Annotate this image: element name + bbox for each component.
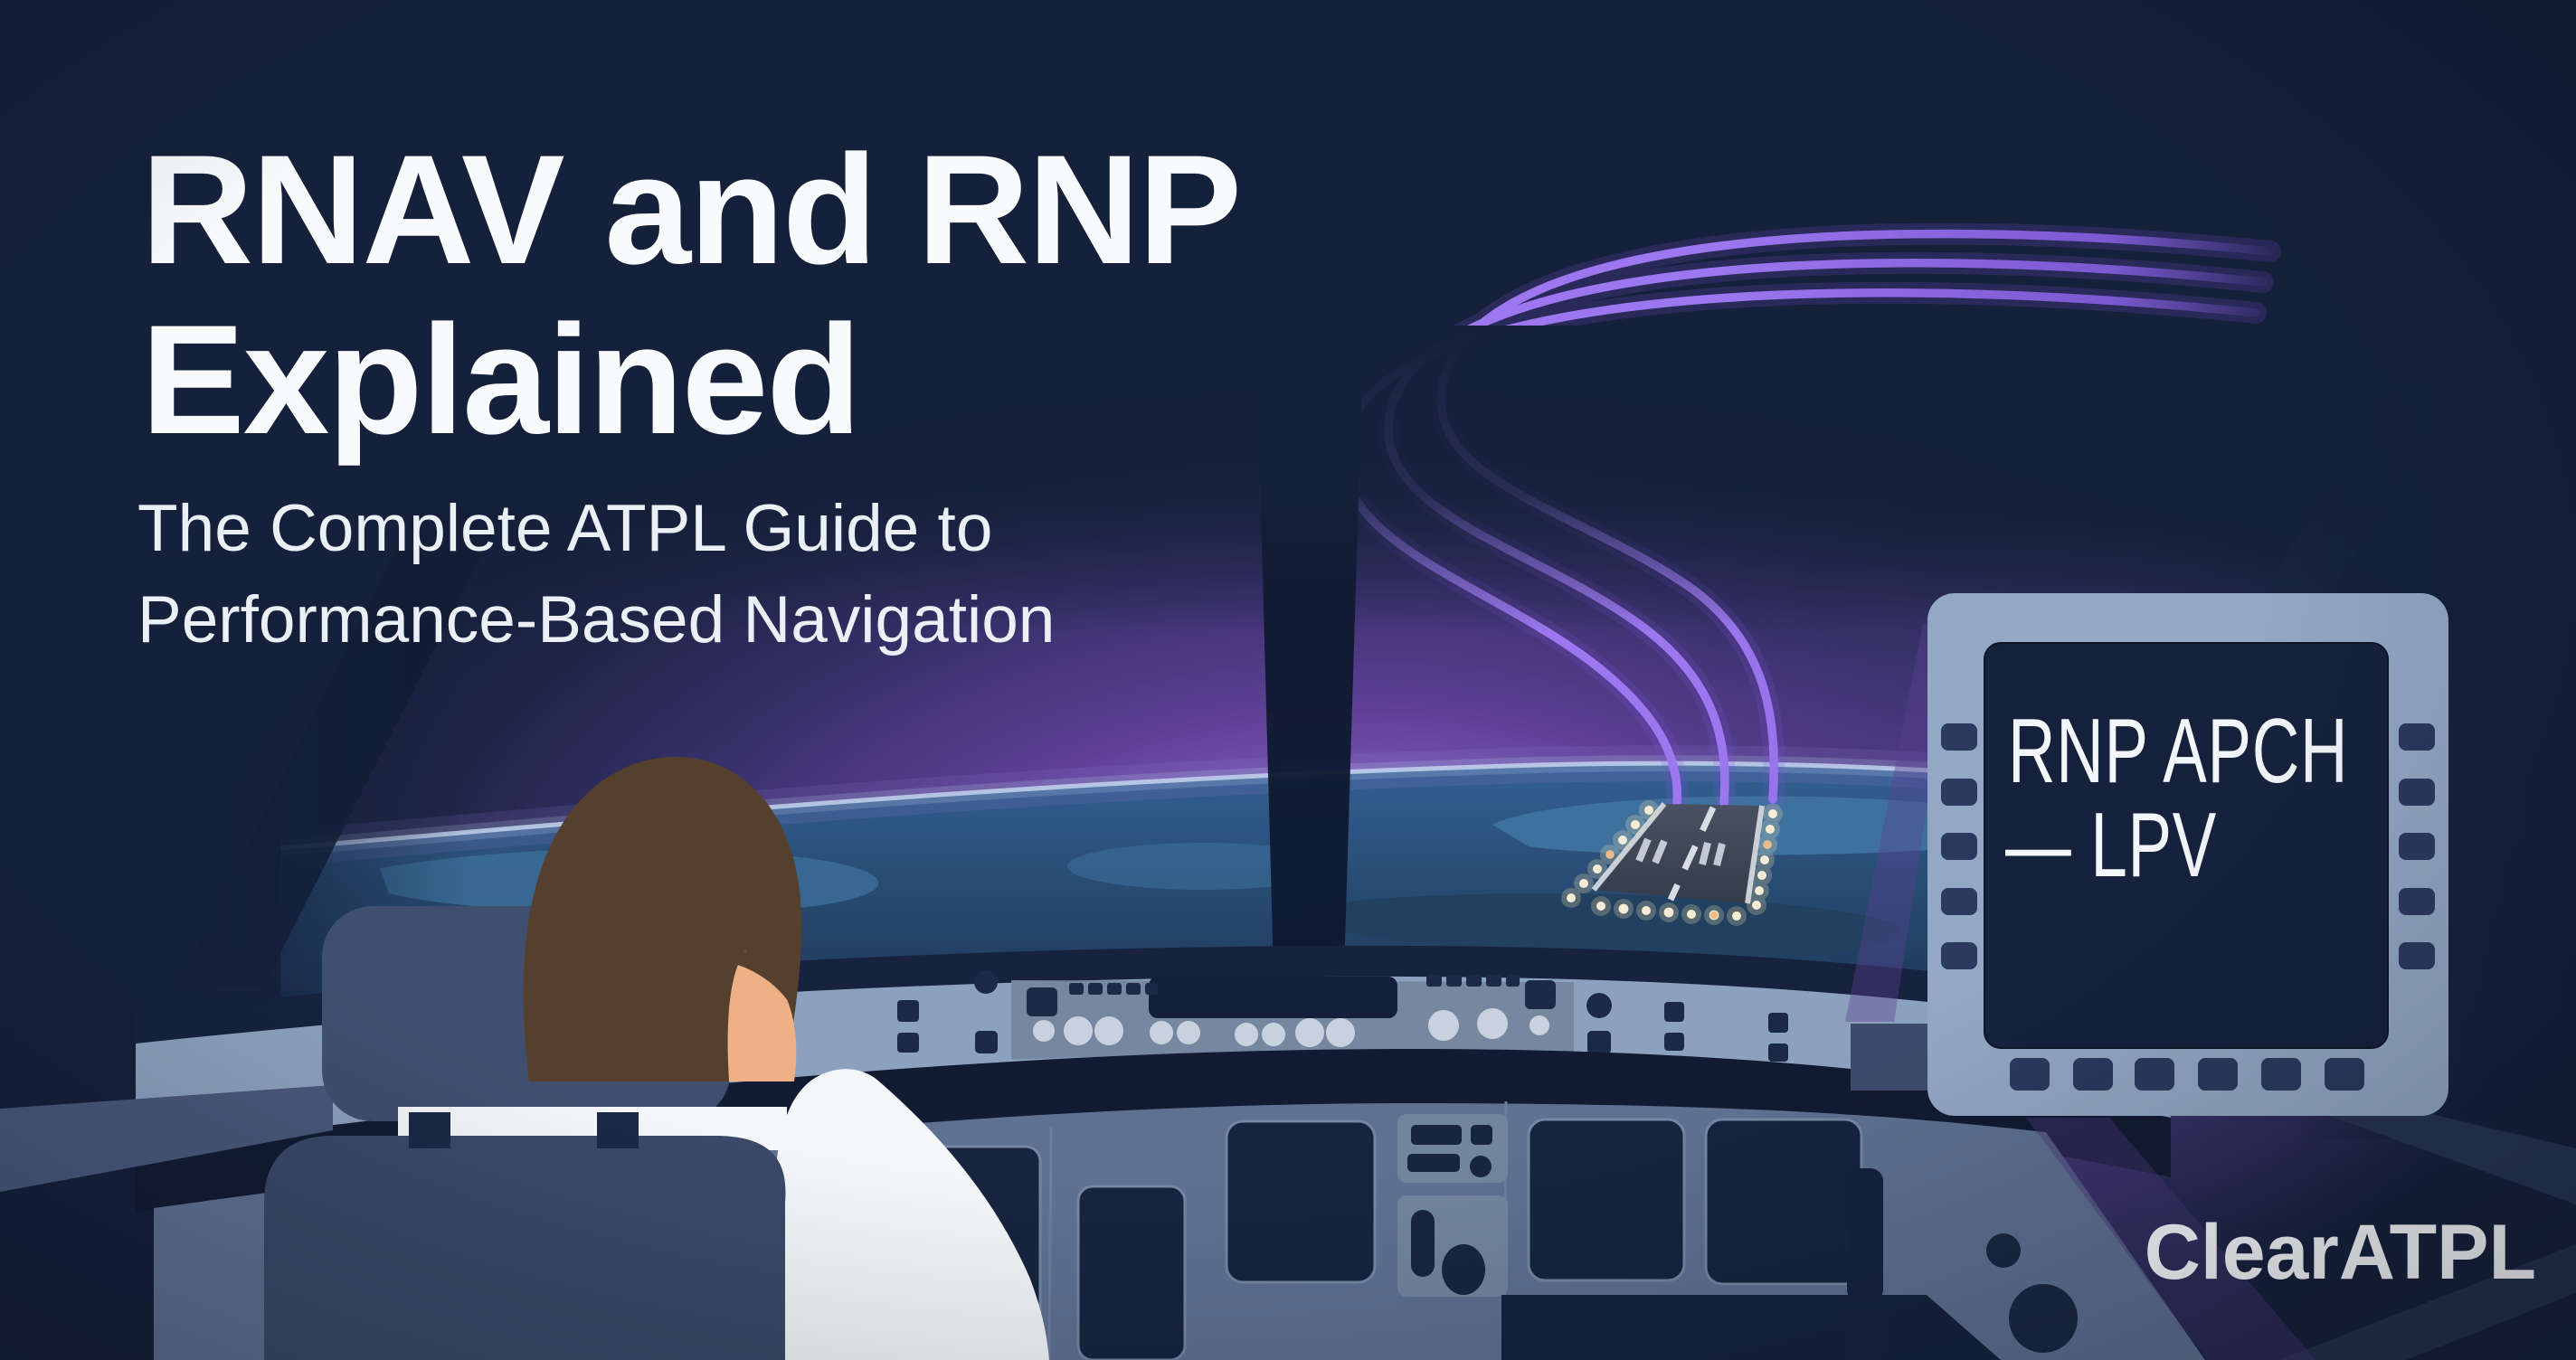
subtitle-line-2: Performance-Based Navigation bbox=[137, 583, 1056, 656]
brand-logo: ClearATPL bbox=[2144, 1209, 2536, 1296]
fms-bottom-keys bbox=[2010, 1058, 2364, 1091]
fcu-display-strip bbox=[1149, 977, 1397, 1018]
runway bbox=[1561, 800, 1783, 926]
touchdown-marks bbox=[1635, 837, 1726, 866]
seat-back bbox=[264, 1136, 786, 1360]
continent-shadow bbox=[1312, 893, 1902, 960]
side-sill bbox=[0, 1085, 333, 1192]
panel-cutout bbox=[1501, 1295, 2001, 1360]
title-line-2: Explained bbox=[141, 293, 861, 467]
fcu-buttons bbox=[1027, 975, 1556, 1016]
pilot-neck bbox=[727, 951, 797, 1081]
side-console bbox=[1845, 1168, 2078, 1360]
ceiling-fade bbox=[136, 326, 2451, 633]
fms-text-line-2: — LPV bbox=[2005, 795, 2217, 896]
panel-gap-band bbox=[136, 1049, 2171, 1212]
headrest-post bbox=[597, 1112, 639, 1148]
runway-lights bbox=[1561, 800, 1783, 926]
pilot-seat-group bbox=[264, 756, 1049, 1360]
page-subtitle: The Complete ATPL Guide to Performance-Ba… bbox=[137, 483, 1055, 666]
fms-display-device bbox=[1927, 593, 2448, 1116]
pilot-hair-lock bbox=[729, 950, 793, 1009]
fcu-side-controls bbox=[897, 970, 1788, 1062]
subtitle-line-1: The Complete ATPL Guide to bbox=[137, 492, 993, 565]
pedestal-cluster bbox=[1397, 1114, 1508, 1297]
pilot-shirt bbox=[774, 1069, 1049, 1360]
fms-text-line-1: RNP APCH bbox=[2008, 701, 2349, 802]
headrest-post bbox=[409, 1112, 450, 1148]
title-line-1: RNAV and RNP bbox=[141, 123, 1242, 297]
fms-side-keys bbox=[1941, 723, 2435, 969]
fms-screen bbox=[1984, 642, 2389, 1049]
fcu-knobs bbox=[1033, 1008, 1549, 1047]
